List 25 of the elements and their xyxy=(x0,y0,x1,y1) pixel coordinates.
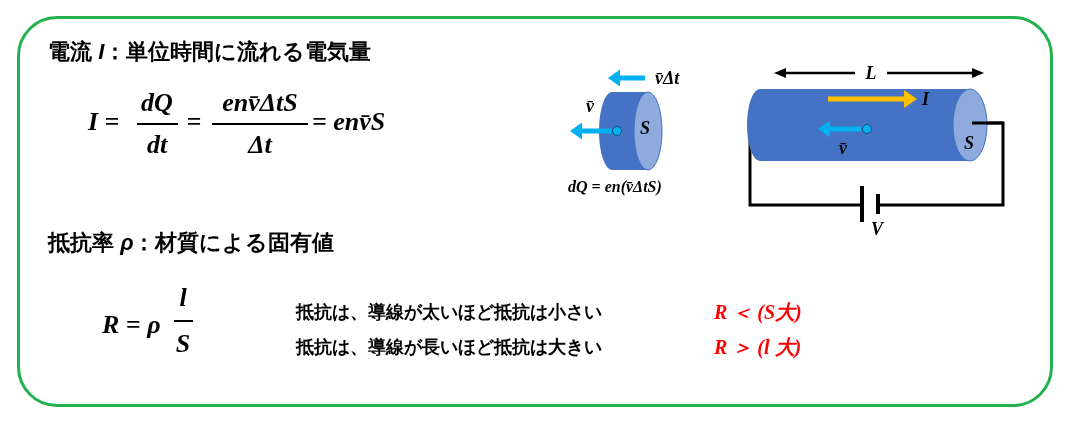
symbol-label: S xyxy=(964,134,974,152)
formula-label: dQ = en(v̄ΔtS) xyxy=(568,179,662,195)
heading: 抵抗率 ρ：材質による固有値 xyxy=(48,232,335,254)
numerator: dQ xyxy=(141,90,173,116)
numerator: l xyxy=(179,285,187,311)
formula-term: = env̄S xyxy=(312,109,386,135)
denominator: Δt xyxy=(248,132,272,158)
denominator: dt xyxy=(146,132,168,158)
equals-sign: = xyxy=(186,109,202,135)
statement: 抵抗は、導線が長いほど抵抗は大きい xyxy=(296,338,602,356)
numerator: env̄ΔtS xyxy=(222,90,298,116)
dimension-label: L xyxy=(865,64,877,82)
symbol-label: V xyxy=(871,220,883,238)
denominator: S xyxy=(175,331,191,357)
symbol-label: v̄ xyxy=(586,97,594,115)
relation-note: R ＜ (S大) xyxy=(714,302,802,322)
formula-term: R = ρ xyxy=(102,312,161,338)
statement: 抵抗は、導線が太いほど抵抗は小さい xyxy=(296,303,602,321)
symbol-label: v̄Δt xyxy=(655,69,680,87)
symbol-label: v̄ xyxy=(839,139,847,157)
heading: 電流 I：単位時間に流れる電気量 xyxy=(48,41,372,63)
formula-term: I = xyxy=(88,109,120,135)
relation-note: R ＞ (l 大) xyxy=(714,337,802,357)
symbol-label: S xyxy=(640,119,650,137)
symbol-label: I xyxy=(922,90,929,108)
